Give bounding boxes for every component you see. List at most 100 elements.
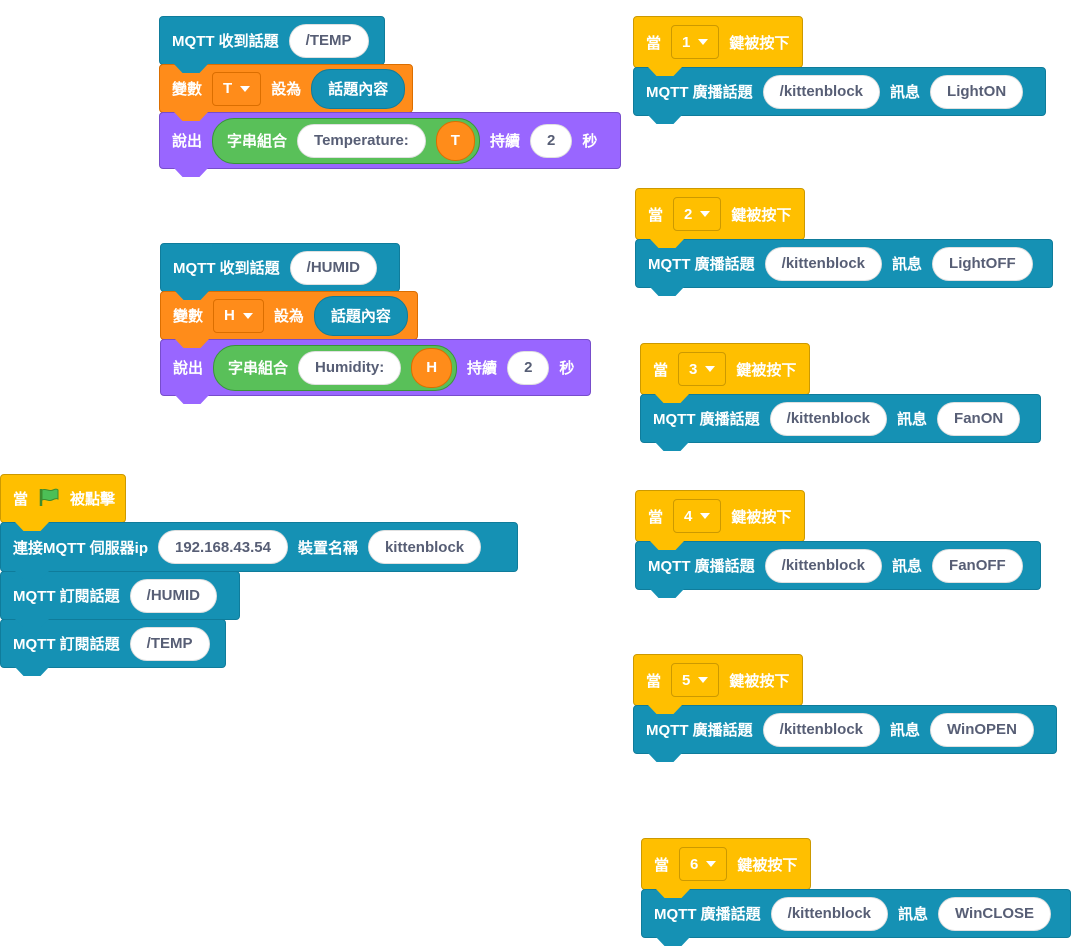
block-label: MQTT 廣播話題 bbox=[646, 722, 753, 739]
block-connector-tab bbox=[656, 937, 690, 946]
block-connector-tab bbox=[175, 395, 209, 404]
set-variable-block[interactable]: 變數 H 設為話題內容 bbox=[160, 291, 418, 348]
reporter-block[interactable]: H bbox=[411, 347, 453, 388]
text-input[interactable]: /HUMID bbox=[129, 578, 217, 613]
reporter-block[interactable]: T bbox=[435, 120, 475, 161]
mqtt-receive-hat[interactable]: MQTT 收到話題/HUMID bbox=[160, 228, 400, 300]
block-label: 訊息 bbox=[897, 411, 928, 428]
text-input[interactable]: /kittenblock bbox=[770, 896, 889, 931]
block-label: 說出 bbox=[173, 360, 204, 377]
dropdown[interactable]: 6 bbox=[679, 847, 728, 881]
block-label: 當 bbox=[646, 34, 662, 52]
text-input[interactable]: Temperature: bbox=[297, 123, 426, 158]
text-input[interactable]: /kittenblock bbox=[764, 548, 883, 583]
block-connector-tab bbox=[656, 889, 690, 898]
block-label: 字串組合 bbox=[227, 133, 288, 150]
block-label: MQTT 廣播話題 bbox=[648, 558, 755, 575]
text-input[interactable]: FanON bbox=[937, 401, 1021, 436]
dropdown[interactable]: H bbox=[213, 298, 264, 333]
block-label: 當 bbox=[648, 206, 664, 224]
join-reporter[interactable]: 字串組合 Humidity: H bbox=[213, 344, 458, 391]
reporter-block[interactable]: 話題內容 bbox=[311, 68, 406, 109]
text-input[interactable]: LightOFF bbox=[932, 246, 1033, 281]
dropdown-value: 4 bbox=[684, 507, 693, 525]
dropdown[interactable]: T bbox=[212, 71, 262, 106]
block-connector-tab bbox=[650, 287, 684, 296]
block-label: MQTT 訂閱話題 bbox=[13, 588, 120, 605]
text-input[interactable]: LightON bbox=[930, 74, 1024, 109]
block-connector-tab bbox=[655, 442, 689, 451]
block-label: 訊息 bbox=[892, 256, 923, 273]
text-input[interactable]: 2 bbox=[507, 350, 550, 385]
block-label: 當 bbox=[654, 856, 670, 874]
block-label: 當 bbox=[653, 361, 669, 379]
block-connector-tab bbox=[648, 67, 682, 76]
caret-down-icon bbox=[240, 85, 251, 92]
block-label: 說出 bbox=[172, 133, 203, 150]
join-reporter[interactable]: 字串組合 Temperature: T bbox=[212, 117, 480, 164]
text-input[interactable]: 2 bbox=[529, 123, 573, 158]
dropdown[interactable]: 1 bbox=[671, 25, 720, 59]
dropdown[interactable]: 5 bbox=[671, 663, 720, 697]
caret-down-icon bbox=[706, 861, 717, 867]
when-key-pressed-hat[interactable]: 當 6 鍵被按下 bbox=[641, 823, 811, 898]
text-input[interactable]: /kittenblock bbox=[764, 246, 883, 281]
block-label: MQTT 廣播話題 bbox=[653, 411, 760, 428]
dropdown-value: 6 bbox=[690, 855, 699, 873]
text-input[interactable]: FanOFF bbox=[932, 548, 1023, 583]
block-connector-tab bbox=[650, 589, 684, 598]
text-input[interactable]: /kittenblock bbox=[769, 401, 888, 436]
reporter-block[interactable]: 話題內容 bbox=[313, 295, 408, 336]
block-label: 鍵被按下 bbox=[731, 206, 792, 224]
mqtt-receive-hat[interactable]: MQTT 收到話題/TEMP bbox=[159, 1, 385, 73]
block-label: 訊息 bbox=[892, 558, 923, 575]
block-label: 鍵被按下 bbox=[736, 361, 797, 379]
dropdown[interactable]: 4 bbox=[673, 499, 722, 533]
block-connector-tab bbox=[15, 667, 49, 676]
mqtt-publish-block[interactable]: MQTT 廣播話題/kittenblock 訊息 WinOPEN bbox=[633, 705, 1057, 762]
block-label: 訊息 bbox=[890, 722, 921, 739]
caret-down-icon bbox=[698, 677, 709, 683]
text-input[interactable]: WinOPEN bbox=[930, 712, 1034, 747]
text-input[interactable]: kittenblock bbox=[367, 530, 482, 564]
block-label: 設為 bbox=[273, 308, 304, 325]
dropdown-value: 1 bbox=[682, 33, 691, 51]
mqtt-publish-block[interactable]: MQTT 廣播話題/kittenblock 訊息 FanOFF bbox=[635, 541, 1041, 598]
dropdown-value: 5 bbox=[682, 671, 691, 689]
block-label: MQTT 收到話題 bbox=[173, 260, 280, 277]
dropdown[interactable]: 2 bbox=[673, 197, 722, 231]
text-input[interactable]: /TEMP bbox=[288, 23, 369, 58]
block-connector-tab bbox=[648, 705, 682, 714]
text-input[interactable]: Humidity: bbox=[298, 350, 402, 385]
text-input[interactable]: /TEMP bbox=[129, 626, 210, 661]
text-input[interactable]: WinCLOSE bbox=[938, 896, 1052, 931]
dropdown[interactable]: 3 bbox=[678, 352, 727, 386]
block-label: 鍵被按下 bbox=[731, 508, 792, 526]
block-connector-tab bbox=[15, 571, 49, 580]
block-label: 被點擊 bbox=[70, 491, 116, 508]
block-connector-tab bbox=[648, 115, 682, 124]
dropdown-value: H bbox=[224, 307, 235, 324]
block-label: 鍵被按下 bbox=[737, 856, 798, 874]
block-label: 字串組合 bbox=[228, 360, 289, 377]
text-input[interactable]: 192.168.43.54 bbox=[158, 530, 288, 564]
block-label: 變數 bbox=[173, 308, 204, 325]
caret-down-icon bbox=[700, 211, 711, 217]
text-input[interactable]: /HUMID bbox=[289, 250, 377, 285]
text-input[interactable]: /kittenblock bbox=[762, 74, 881, 109]
text-input[interactable]: /kittenblock bbox=[762, 712, 881, 747]
mqtt-publish-block[interactable]: MQTT 廣播話題/kittenblock 訊息 FanON bbox=[640, 394, 1041, 451]
when-flag-clicked-hat[interactable]: 當被點擊 bbox=[0, 459, 126, 531]
